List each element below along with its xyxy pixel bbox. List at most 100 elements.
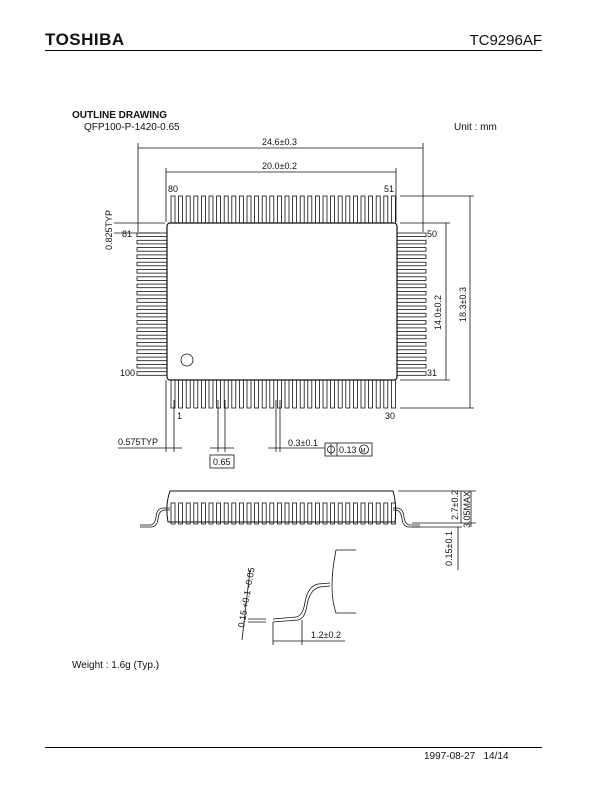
pin [200,195,206,224]
pin-label-1: 1 [177,411,182,421]
pin [185,195,191,224]
pin [136,239,168,245]
pin [200,379,206,409]
weight-note: Weight : 1.6g (Typ.) [72,660,160,671]
pin [368,502,374,525]
pin [396,334,427,340]
pin [208,502,214,525]
pin [231,379,237,409]
pin [375,195,381,224]
pin [276,502,282,525]
footer: 1997-08-27 14/14 [424,751,509,762]
pin [136,312,168,318]
pin [299,379,305,409]
pin [396,327,427,332]
pin-label-100: 100 [120,368,135,378]
pin [269,379,275,409]
pin [396,371,427,376]
pin [178,195,184,224]
pin [352,379,358,409]
pin [136,349,168,354]
pin [396,363,427,369]
pin [276,379,282,409]
side-view-pins [170,502,396,525]
side-lead-right [393,507,420,526]
pin [254,379,260,409]
pin [375,502,381,525]
pin [200,502,206,525]
pin [193,379,199,409]
pin [238,195,244,224]
pin [136,356,168,362]
pin [284,195,290,224]
dim-overall-height: 18.3±0.3 [458,287,468,322]
pin [208,379,214,409]
dim-lead-width: 0.3±0.1 [288,438,318,448]
pin [396,305,427,310]
pin [136,327,168,332]
dim-lead-length: 1.2±0.2 [311,630,341,640]
dim-max-height: 3.05MAX [462,491,472,528]
part-number: TC9296AF [469,32,542,49]
pin [345,502,351,525]
pin-label-50: 50 [427,229,437,239]
lead-detail-lead [272,582,331,620]
dim-standoff: 0.15±0.1 [444,531,454,566]
section-title: OUTLINE DRAWING [72,110,167,121]
tolerance-value: 0.13 [339,445,357,455]
dim-edge: 0.575TYP [118,437,158,447]
pin [185,379,191,409]
pin [136,305,168,310]
pin [390,379,396,409]
pin [299,502,305,525]
pin [307,195,313,224]
package-body [166,222,398,381]
unit-label: Unit : mm [454,122,497,133]
pin [314,502,320,525]
pin [238,379,244,409]
pin [216,195,222,224]
pin [396,276,427,281]
pin [136,342,168,347]
pin [360,195,366,224]
pin-label-51: 51 [384,184,394,194]
position-tolerance-frame [324,442,373,457]
pin [136,232,168,237]
footer-rule [45,747,542,748]
dim-corner: 0.825TYP [104,210,114,250]
dim-body-width: 20.0±0.2 [262,161,297,171]
pin [269,195,275,224]
pin [292,502,298,525]
pin [322,502,328,525]
pin [136,298,168,303]
pin [396,254,427,259]
pin [345,195,351,224]
pin1-index-mark [180,353,194,367]
pin [396,239,427,245]
pin [314,195,320,224]
pin [284,379,290,409]
pin [360,379,366,409]
pin [396,298,427,303]
pin [261,502,267,525]
pin [136,334,168,340]
pin [178,502,184,525]
pin [276,195,282,224]
pin [136,269,168,274]
pin [136,320,168,325]
pin [322,379,328,409]
pin [246,195,252,224]
tolerance-modifier: M [361,449,366,455]
pin [136,290,168,296]
pin [261,379,267,409]
pin [383,379,389,409]
pin [307,379,313,409]
pin [231,502,237,525]
pin [396,261,427,267]
header-rule [45,50,542,51]
side-view-body [166,490,397,523]
pin-label-30: 30 [385,411,395,421]
pin [352,502,358,525]
pin [284,502,290,525]
pin-label-80: 80 [168,184,178,194]
